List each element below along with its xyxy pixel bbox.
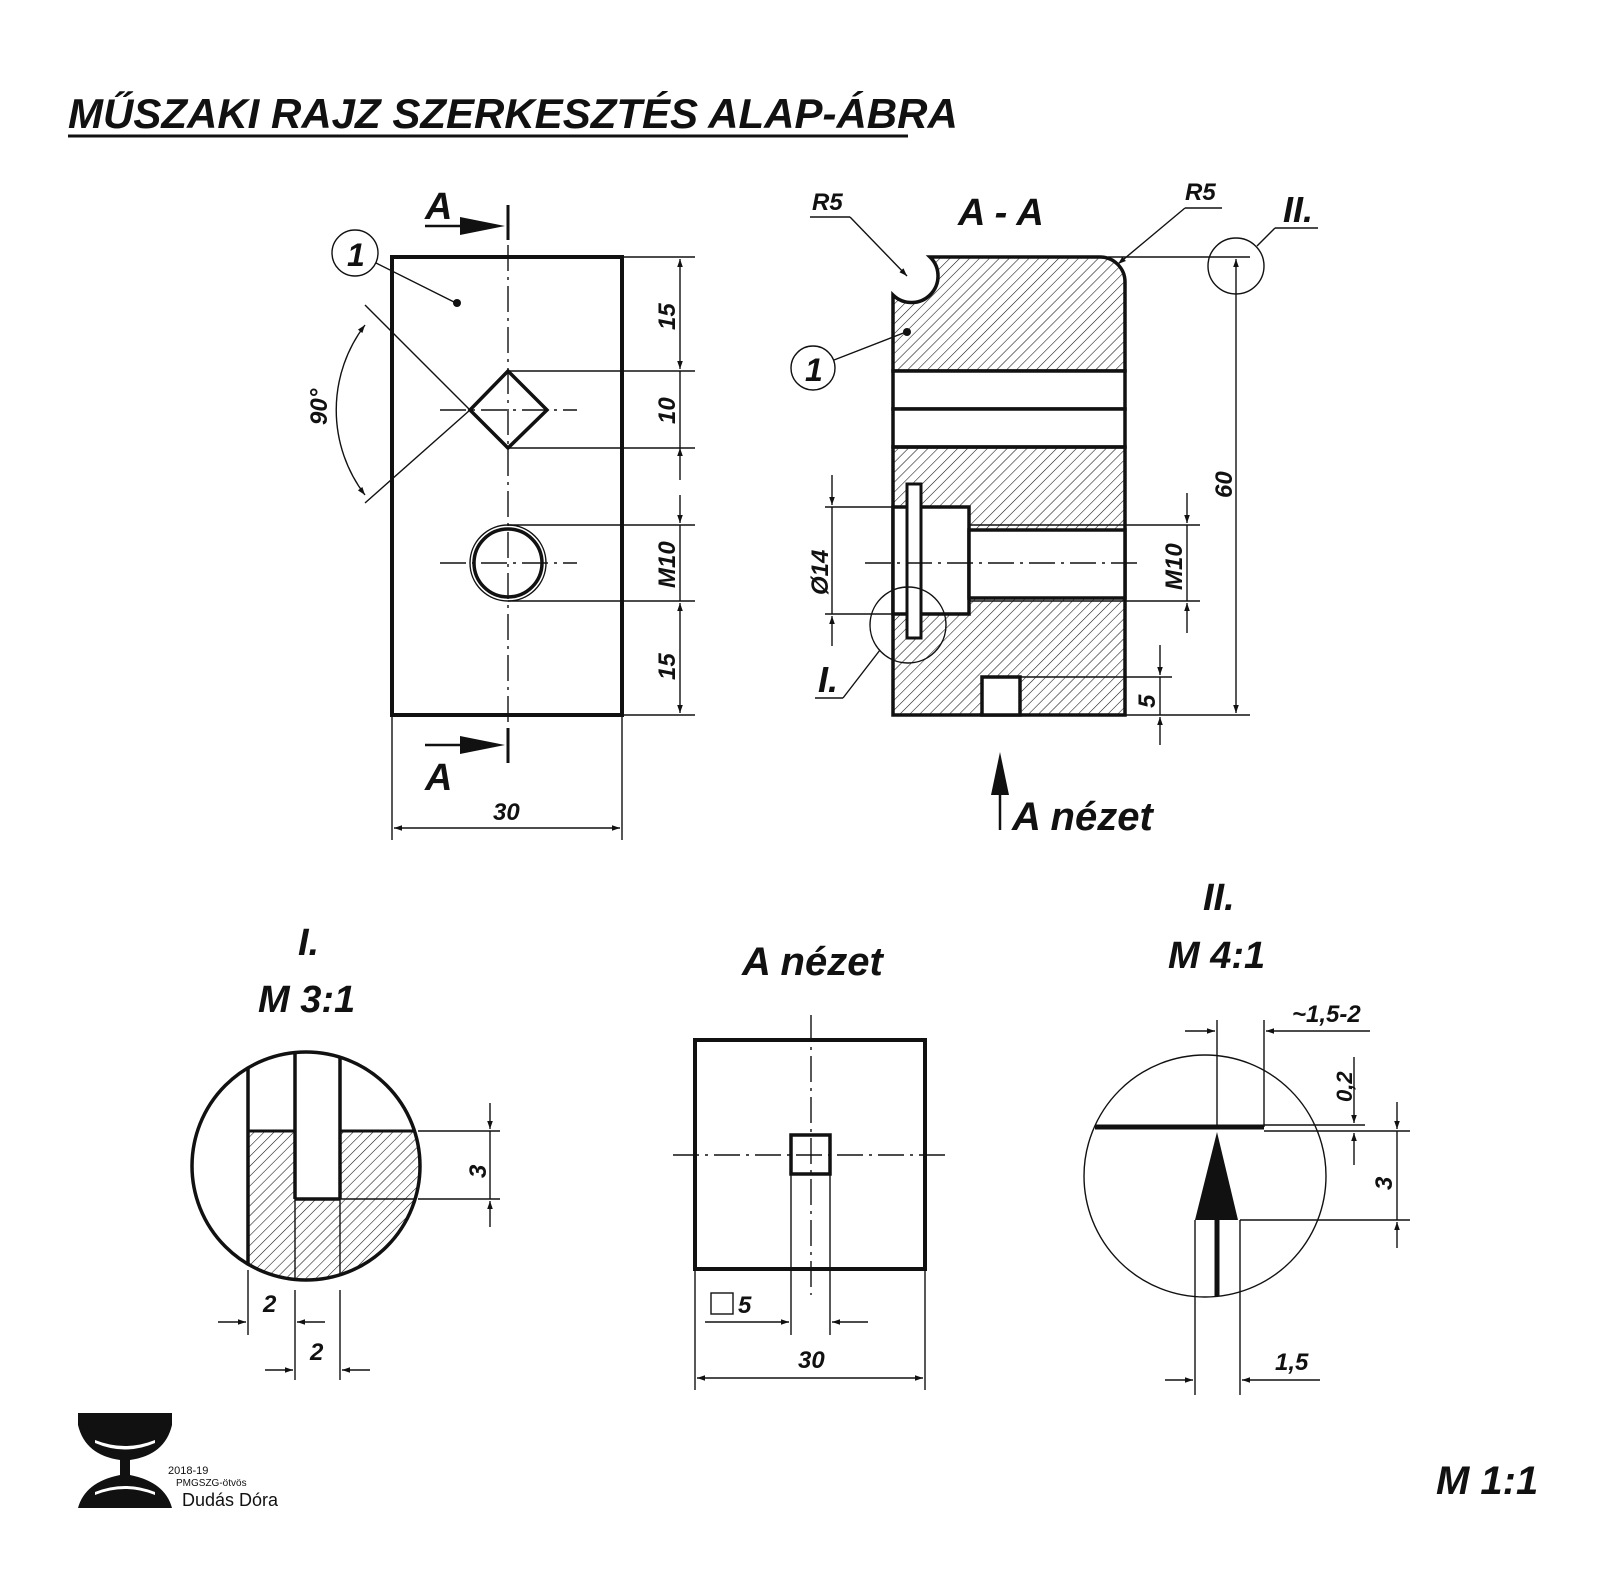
svg-text:15: 15	[654, 653, 681, 680]
square-symbol-icon	[710, 1292, 734, 1315]
bottom-slot	[980, 675, 1022, 717]
footer-school: PMGSZG-ötvös	[176, 1478, 247, 1489]
section-arrow-top-icon	[460, 217, 505, 235]
detail-II: II. M 4:1 ~1,5-2 0,2 3 1,5	[1083, 877, 1410, 1395]
svg-text:1,5: 1,5	[1275, 1349, 1309, 1376]
svg-text:A: A	[424, 186, 452, 228]
page-title: MŰSZAKI RAJZ SZERKESZTÉS ALAP-ÁBRA	[68, 90, 958, 138]
front-view: A A 1 90° 15 10 M10 15	[306, 186, 695, 840]
svg-text:15: 15	[654, 303, 681, 330]
section-view: A - A R5 R5 1 II. 60	[790, 179, 1318, 839]
svg-text:Ø14: Ø14	[807, 550, 834, 595]
counterbore	[891, 505, 971, 616]
svg-text:10: 10	[654, 397, 681, 424]
bore	[967, 528, 1127, 600]
svg-text:90°: 90°	[306, 388, 333, 425]
svg-text:M 3:1: M 3:1	[258, 979, 355, 1021]
svg-text:I.: I.	[818, 659, 838, 700]
svg-text:3: 3	[1371, 1176, 1398, 1190]
svg-text:3: 3	[465, 1164, 492, 1178]
svg-text:5: 5	[1134, 694, 1161, 708]
svg-text:2: 2	[262, 1291, 277, 1318]
view-A: A nézet 5 30	[673, 940, 950, 1390]
svg-text:M10: M10	[1161, 543, 1188, 590]
svg-text:M 4:1: M 4:1	[1168, 935, 1265, 977]
detail-I: I. M 3:1 3 2 2	[190, 922, 500, 1380]
svg-text:R5: R5	[1185, 179, 1216, 206]
view-arrow-icon	[991, 752, 1009, 795]
svg-text:A nézet: A nézet	[1011, 795, 1154, 839]
cone-shape	[1195, 1132, 1238, 1220]
svg-text:A: A	[424, 757, 452, 799]
hatched-top	[891, 255, 1127, 373]
svg-text:~1,5-2: ~1,5-2	[1292, 1001, 1361, 1028]
detail-I-circle	[869, 586, 947, 664]
section-arrow-bottom-icon	[460, 736, 505, 754]
svg-text:A nézet: A nézet	[741, 940, 884, 984]
drawing-scale: M 1:1	[1436, 1459, 1538, 1503]
detail-I-outline	[190, 1050, 422, 1282]
svg-text:0,2: 0,2	[1332, 1071, 1357, 1102]
footer-author: Dudás Dóra	[182, 1490, 279, 1510]
detail-II-outline	[1083, 1054, 1327, 1298]
svg-text:M10: M10	[654, 541, 681, 588]
view-A-square	[789, 1133, 832, 1176]
title-text: MŰSZAKI RAJZ SZERKESZTÉS ALAP-ÁBRA	[68, 90, 958, 137]
footer-year: 2018-19	[168, 1465, 208, 1477]
svg-text:II.: II.	[1283, 189, 1313, 230]
svg-text:30: 30	[798, 1347, 825, 1374]
svg-text:A - A: A - A	[957, 192, 1044, 234]
school-logo-icon	[78, 1413, 172, 1508]
svg-text:60: 60	[1211, 471, 1238, 498]
svg-text:R5: R5	[812, 189, 843, 216]
svg-text:1: 1	[805, 352, 823, 388]
svg-text:2: 2	[309, 1339, 324, 1366]
svg-text:5: 5	[738, 1292, 752, 1319]
svg-text:30: 30	[493, 799, 520, 826]
part-balloon	[331, 229, 379, 277]
front-outline	[390, 255, 624, 717]
svg-text:1: 1	[347, 237, 365, 273]
groove	[905, 482, 923, 640]
svg-text:II.: II.	[1203, 877, 1235, 919]
svg-text:I.: I.	[298, 922, 319, 964]
